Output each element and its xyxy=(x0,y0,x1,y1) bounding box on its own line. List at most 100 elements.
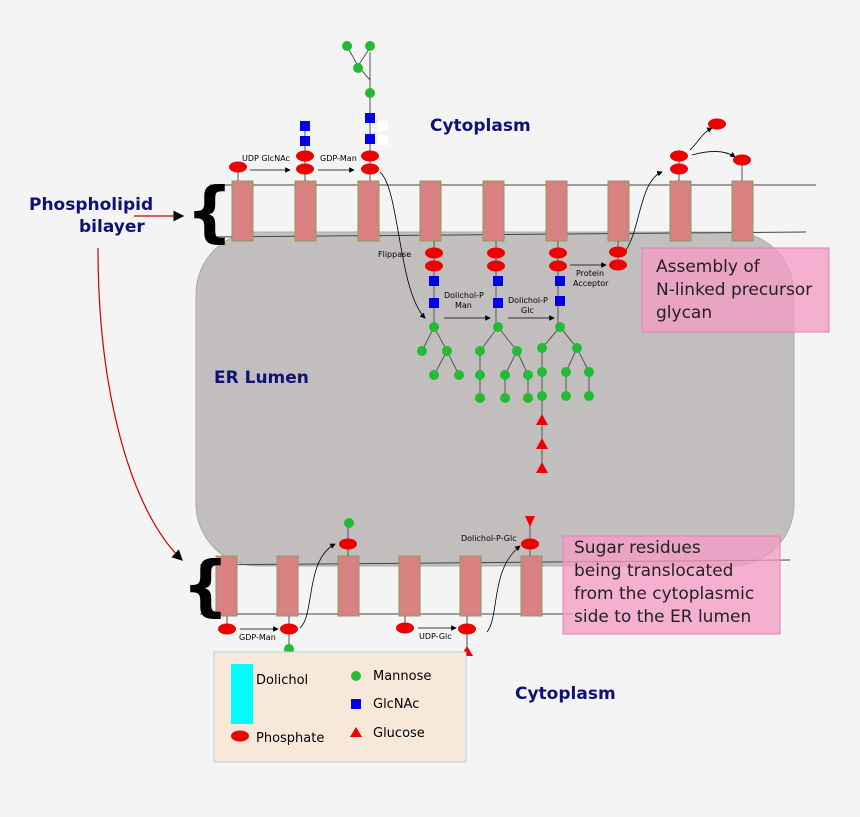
flippase-label: Flippase xyxy=(378,250,411,259)
mannose xyxy=(475,393,485,403)
glcnac xyxy=(555,276,565,286)
phosphate xyxy=(609,259,627,271)
udp-glc-label: UDP-Glc xyxy=(419,632,452,641)
mannose xyxy=(365,88,375,98)
mannose xyxy=(555,322,565,332)
top-brace: { xyxy=(186,173,233,250)
phosphate xyxy=(708,118,726,130)
mannose xyxy=(344,518,354,528)
phosphate xyxy=(296,163,314,175)
protein-acceptor-label-2: Acceptor xyxy=(573,279,609,288)
legend-glucose: Glucose xyxy=(373,726,425,741)
glcnac xyxy=(365,134,375,144)
cytoplasm-top-label: Cytoplasm xyxy=(430,116,531,136)
phosphate-legend-icon xyxy=(231,730,249,742)
dolichol-p-man-label-1: Dolichol-P xyxy=(444,291,484,300)
glcnac xyxy=(493,276,503,286)
assembly-note-line-3: glycan xyxy=(656,303,712,323)
mannose xyxy=(429,370,439,380)
dolichol-p-glc-label-2: Glc xyxy=(521,306,534,315)
mannose-legend-icon xyxy=(351,671,361,681)
glcnac xyxy=(365,113,375,123)
udp-glcnac-label: UDP GlcNAc xyxy=(242,154,290,163)
glucose xyxy=(536,462,548,473)
mannose xyxy=(561,391,571,401)
phosphate xyxy=(396,622,414,634)
mannose xyxy=(365,41,375,51)
legend-dolichol: Dolichol xyxy=(256,673,308,688)
mannose xyxy=(584,391,594,401)
assembly-note-line-2: N-linked precursor xyxy=(656,280,812,300)
translocation-note-line-3: from the cytoplasmic xyxy=(574,584,754,604)
phosphate xyxy=(229,161,247,173)
phospholipid-label-1: Phospholipid xyxy=(29,195,153,215)
phosphate xyxy=(733,154,751,166)
mannose xyxy=(584,367,594,377)
glucose-legend-icon xyxy=(350,727,362,737)
bottom-membrane-blocks xyxy=(215,555,543,617)
bottom-brace: { xyxy=(182,547,229,624)
glucose xyxy=(536,438,548,449)
glcnac xyxy=(555,296,565,306)
top-membrane-blocks xyxy=(231,180,754,242)
gdp-man-top-label: GDP-Man xyxy=(320,154,357,163)
mannose xyxy=(523,393,533,403)
phosphate xyxy=(609,246,627,258)
mannose xyxy=(537,391,547,401)
mannose xyxy=(353,63,363,73)
glucose xyxy=(525,516,535,527)
mannose xyxy=(500,370,510,380)
phosphate xyxy=(280,623,298,635)
mannose xyxy=(500,393,510,403)
glucose xyxy=(536,414,548,425)
glcnac xyxy=(429,298,439,308)
translocation-note-box xyxy=(562,535,781,635)
assembly-note-line-1: Assembly of xyxy=(656,257,761,277)
legend-mannose: Mannose xyxy=(373,669,431,684)
dolichol-p-glc-label-1: Dolichol-P xyxy=(508,296,548,305)
glcnac xyxy=(300,136,310,146)
glcnac xyxy=(300,121,310,131)
protein-acceptor-label-1: Protein xyxy=(576,269,604,278)
mannose xyxy=(454,370,464,380)
mannose xyxy=(523,370,533,380)
phosphate xyxy=(549,247,567,259)
phosphate xyxy=(487,247,505,259)
mannose xyxy=(417,346,427,356)
er-lumen-label: ER Lumen xyxy=(214,368,309,388)
cytoplasm-bottom-label: Cytoplasm xyxy=(515,684,616,704)
legend-phosphate: Phosphate xyxy=(256,731,324,746)
mannose xyxy=(537,367,547,377)
phosphate xyxy=(458,623,476,635)
glcnac xyxy=(493,298,503,308)
phosphate xyxy=(218,623,236,635)
dolichol-p-man-label-2: Man xyxy=(455,301,472,310)
mannose xyxy=(475,346,485,356)
translocation-note-line-4: side to the ER lumen xyxy=(574,607,751,627)
mannose xyxy=(342,41,352,51)
phosphate xyxy=(670,150,688,162)
dolichol-p-glc-bottom-label: Dolichol-P-Glc xyxy=(461,534,517,543)
phosphate xyxy=(425,260,443,272)
phospholipid-label-2: bilayer xyxy=(79,217,145,237)
legend: Dolichol Phosphate Mannose GlcNAc Glucos… xyxy=(213,651,467,763)
mannose xyxy=(561,367,571,377)
translocation-note-line-2: being translocated xyxy=(574,561,733,581)
phosphate xyxy=(425,247,443,259)
assembly-note-box xyxy=(641,247,830,333)
phosphate xyxy=(521,538,539,550)
phosphate xyxy=(549,260,567,272)
phosphate xyxy=(296,150,314,162)
mannose xyxy=(572,343,582,353)
phosphate xyxy=(361,163,379,175)
glcnac-legend-icon xyxy=(351,699,361,709)
translocation-note-line-1: Sugar residues xyxy=(574,538,701,558)
phosphate xyxy=(670,163,688,175)
dolichol-legend-icon xyxy=(231,664,253,724)
mannose xyxy=(429,322,439,332)
phosphate xyxy=(361,150,379,162)
phosphate xyxy=(487,260,505,272)
mannose xyxy=(537,343,547,353)
phosphate xyxy=(339,538,357,550)
